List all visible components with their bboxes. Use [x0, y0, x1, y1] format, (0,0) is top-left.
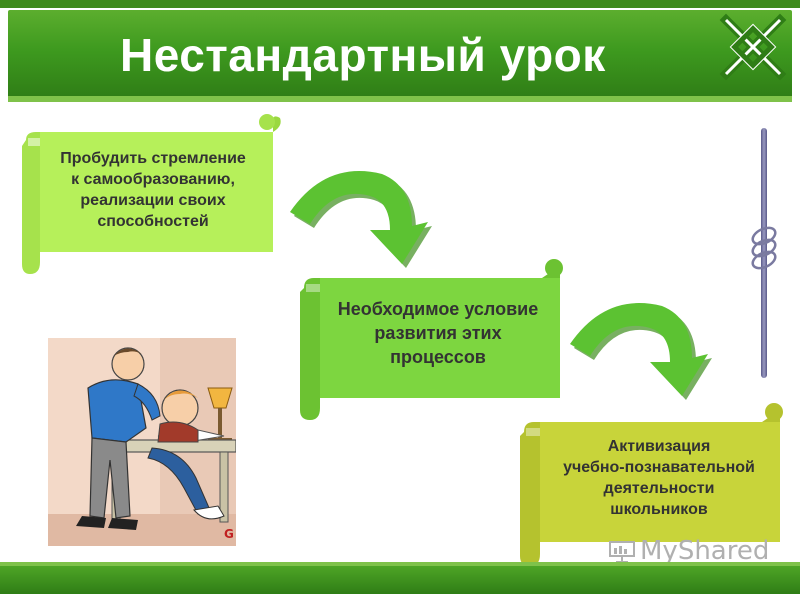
watermark-text: MyShared — [640, 536, 770, 566]
scroll-card-1: Пробудить стремление к самообразованию, … — [18, 112, 283, 277]
scroll-3-line-3: деятельности — [603, 480, 715, 498]
scroll-shape-2 — [300, 259, 563, 420]
footer-line — [0, 562, 800, 566]
scroll-text-2: Необходимое условие развития этих процес… — [308, 298, 568, 369]
scroll-card-3: Активизация учебно-познавательной деятел… — [518, 400, 788, 568]
scroll-text-3: Активизация учебно-познавательной деятел… — [530, 436, 788, 520]
logo-icon — [719, 13, 787, 81]
scroll-2-line-1: Необходимое условие — [337, 299, 539, 319]
scroll-3-line-1: Активизация — [607, 438, 711, 455]
scroll-1-line-2: к самообразованию, — [71, 171, 235, 189]
scroll-3-line-2: учебно-познавательной — [563, 459, 755, 477]
scroll-shape-1 — [22, 114, 281, 274]
scroll-1-line-4: способностей — [97, 213, 209, 231]
banner-underline — [8, 96, 792, 102]
teacher-student-illustration: G — [48, 338, 236, 546]
scroll-1-line-3: реализации своих — [80, 192, 226, 210]
scroll-card-2: Необходимое условие развития этих процес… — [298, 256, 568, 421]
title-banner — [8, 10, 792, 98]
footer-bar — [0, 566, 800, 594]
curved-arrow-icon-2 — [570, 303, 712, 400]
curved-arrow-icon — [290, 171, 432, 268]
scroll-3-line-4: школьников — [610, 501, 708, 519]
top-strip — [0, 0, 800, 8]
coil-icon — [751, 226, 777, 270]
scroll-shape-3 — [520, 403, 783, 566]
presentation-icon — [608, 540, 636, 564]
watermark: MyShared — [608, 536, 769, 566]
scroll-2-line-2: развития этих — [374, 322, 502, 343]
svg-text:G: G — [224, 527, 234, 541]
scroll-1-line-1: Пробудить стремление — [60, 150, 246, 167]
slide-title: Нестандартный урок — [120, 29, 606, 81]
scroll-text-1: Пробудить стремление к самообразованию, … — [28, 148, 278, 232]
scroll-2-line-3: процессов — [390, 346, 486, 367]
